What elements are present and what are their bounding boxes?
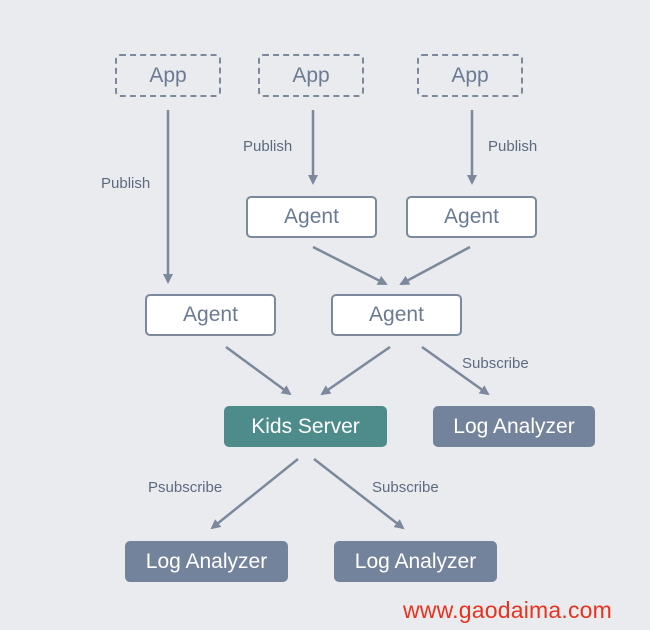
edge-label-subscribe-2: Subscribe <box>372 479 439 496</box>
edge-label-publish-3: Publish <box>488 138 538 155</box>
edge-label-publish-2: Publish <box>243 138 293 155</box>
edge-label-publish-1: Publish <box>101 175 151 192</box>
edge-kids-loganalyzer2 <box>210 458 299 530</box>
edge-agent1-kids <box>225 345 292 396</box>
app-node-2: App <box>258 54 364 97</box>
log-analyzer-node-1: Log Analyzer <box>433 406 595 447</box>
edge-agent2-agent4 <box>312 245 388 286</box>
agent-node-1: Agent <box>145 294 276 336</box>
app-node-1: App <box>115 54 221 97</box>
agent-node-4: Agent <box>331 294 462 336</box>
log-analyzer-node-2: Log Analyzer <box>125 541 288 582</box>
app-node-3: App <box>417 54 523 97</box>
edge-agent3-agent4 <box>399 245 471 286</box>
edge-label-psubscribe: Psubscribe <box>148 479 223 496</box>
log-analyzer-node-3: Log Analyzer <box>334 541 497 582</box>
kids-server-node: Kids Server <box>224 406 387 447</box>
watermark: www.gaodaima.com <box>403 597 613 623</box>
edge-agent4-loganalyzer1 <box>421 345 490 396</box>
agent-node-3: Agent <box>406 196 537 238</box>
edge-kids-loganalyzer3 <box>313 458 405 530</box>
agent-node-2: Agent <box>246 196 377 238</box>
edge-label-subscribe-1: Subscribe <box>462 355 529 372</box>
edge-agent4-kids <box>320 345 391 396</box>
